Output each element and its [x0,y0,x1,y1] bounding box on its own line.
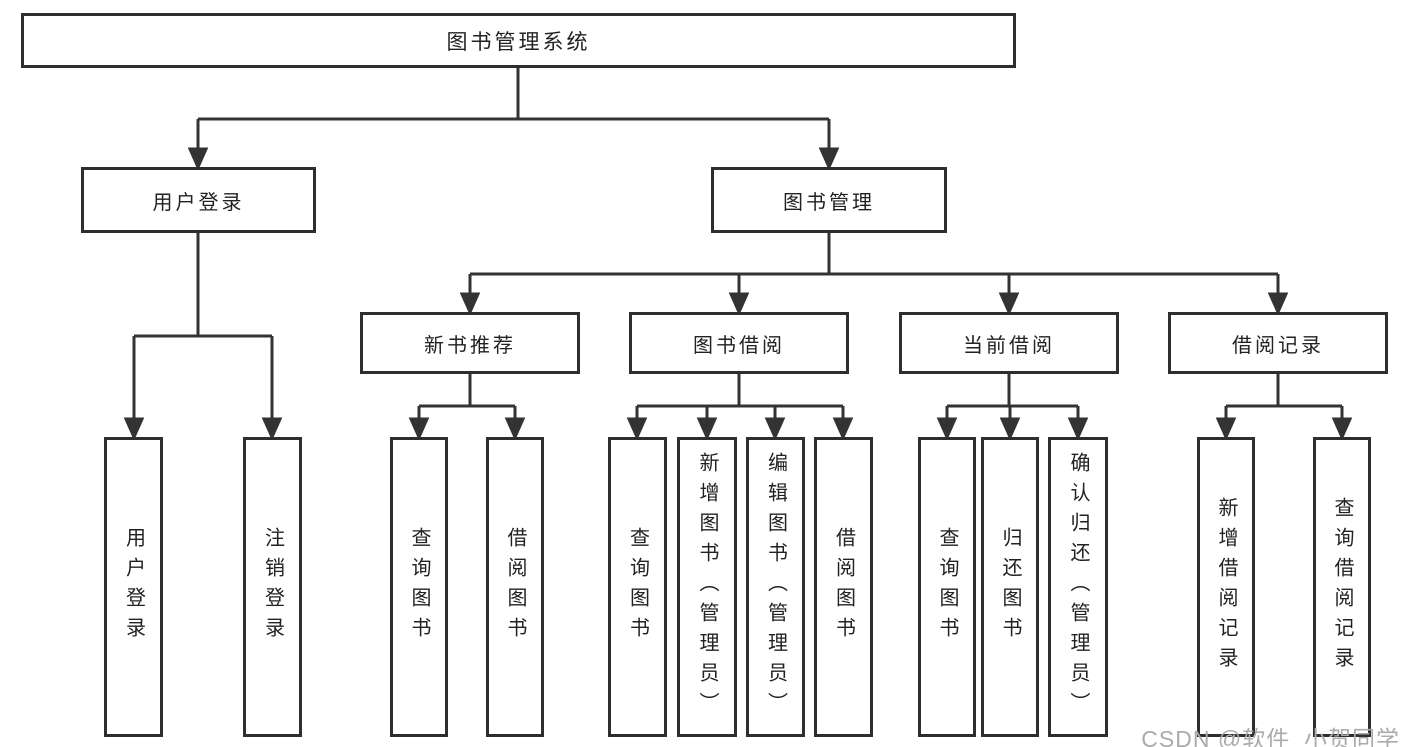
leaf-confirm-return-admin: 确认归还（管理员） [1048,437,1108,737]
leaf-query-books-current: 查询图书 [918,437,976,737]
watermark: CSDN @软件_小贺同学 [1141,726,1400,747]
node-new-book-recommend: 新书推荐 [360,312,580,374]
node-book-borrow: 图书借阅 [629,312,849,374]
node-borrow-records: 借阅记录 [1168,312,1388,374]
leaf-query-borrow-record: 查询借阅记录 [1313,437,1371,737]
node-library-management-system: 图书管理系统 [21,13,1016,68]
leaf-add-book-admin: 新增图书（管理员） [677,437,737,737]
leaf-add-borrow-record: 新增借阅记录 [1197,437,1255,737]
node-user-login: 用户登录 [81,167,316,233]
leaf-user-login: 用户登录 [104,437,163,737]
leaf-return-book: 归还图书 [981,437,1039,737]
leaf-borrow-books-recommend: 借阅图书 [486,437,544,737]
leaf-logout: 注销登录 [243,437,302,737]
node-current-borrow: 当前借阅 [899,312,1119,374]
leaf-borrow-books-borrow: 借阅图书 [814,437,873,737]
leaf-query-books-borrow: 查询图书 [608,437,667,737]
node-book-management: 图书管理 [711,167,947,233]
leaf-query-books-recommend: 查询图书 [390,437,448,737]
leaf-edit-book-admin: 编辑图书（管理员） [746,437,805,737]
